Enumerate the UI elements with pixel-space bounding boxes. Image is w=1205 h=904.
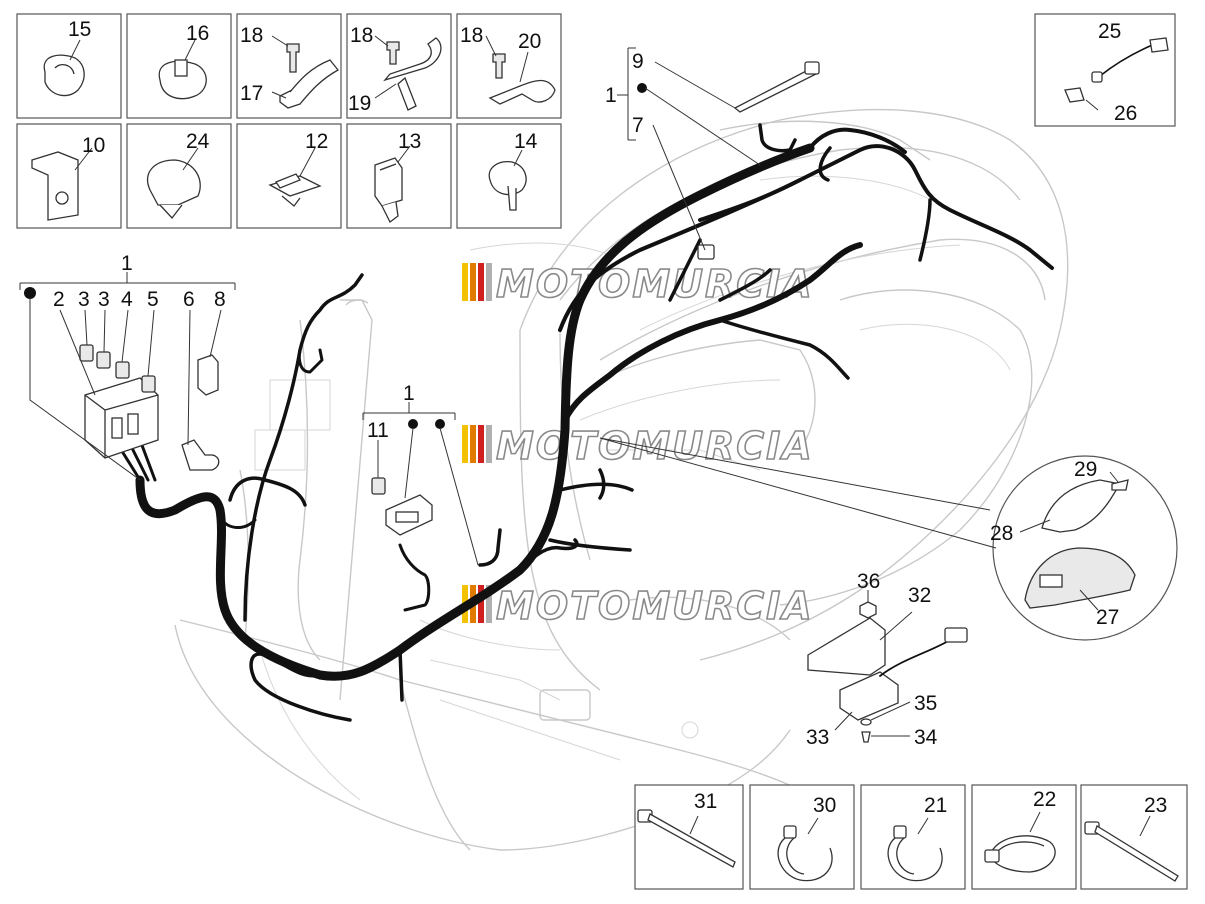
frame-clip-7 (697, 244, 715, 260)
clip-part-6 (181, 439, 220, 471)
callout-32: 32 (908, 584, 931, 607)
callout-35: 35 (914, 692, 937, 715)
callout-9: 9 (632, 50, 644, 73)
fuse-small-2 (96, 351, 111, 369)
part-box-25-26 (1034, 13, 1176, 127)
module-part-33 (839, 627, 968, 721)
callout-25: 25 (1098, 20, 1121, 43)
callout-2: 2 (53, 288, 65, 311)
part-box-23 (1080, 784, 1188, 890)
clip-part-8 (197, 354, 219, 396)
callout-18a: 18 (240, 24, 263, 47)
part-box-24 (126, 123, 232, 229)
callout-15: 15 (68, 18, 91, 41)
nut-part-36 (859, 601, 877, 619)
callout-26: 26 (1114, 102, 1137, 125)
cable-tie-9 (733, 61, 820, 113)
bracket-part-32 (807, 617, 886, 676)
screw-part-34 (861, 731, 871, 743)
leader-lines (19, 47, 1119, 737)
callout-18c: 18 (460, 24, 483, 47)
part-box-16 (126, 13, 232, 119)
watermark-top: MOTOMURCIA (462, 261, 814, 307)
screw-part-29 (1111, 479, 1129, 491)
callout-20: 20 (518, 30, 541, 53)
callout-28: 28 (990, 522, 1013, 545)
washer-part-35 (860, 718, 872, 726)
watermark-bottom: MOTOMURCIA (462, 583, 814, 629)
callout-10: 10 (82, 134, 105, 157)
callout-1b: 1 (403, 382, 415, 405)
fuse-small-1 (79, 344, 94, 362)
callout-29: 29 (1074, 458, 1097, 481)
part-box-31 (634, 784, 744, 890)
part-box-17-18 (236, 13, 342, 119)
part-box-18-19 (346, 13, 452, 119)
fuse-box (84, 377, 159, 459)
callout-11: 11 (367, 419, 389, 442)
callout-4: 4 (121, 288, 133, 311)
callout-1c: 1 (605, 84, 617, 107)
callout-6: 6 (183, 288, 195, 311)
callout-18b: 18 (350, 24, 373, 47)
callout-27: 27 (1096, 606, 1119, 629)
callout-19: 19 (348, 92, 371, 115)
callout-3b: 3 (98, 288, 110, 311)
part-box-10 (16, 123, 122, 229)
part-box-15 (16, 13, 122, 119)
callout-5: 5 (147, 288, 159, 311)
fuse-small-11 (371, 477, 386, 495)
fuse-holder (385, 494, 433, 536)
part-box-22 (971, 784, 1077, 890)
callout-34: 34 (914, 726, 938, 749)
main-wiring-harness (113, 123, 1054, 722)
callout-16: 16 (186, 22, 209, 45)
callout-36: 36 (857, 570, 880, 593)
callout-12: 12 (305, 130, 328, 153)
callout-30: 30 (813, 794, 836, 817)
callout-7: 7 (632, 114, 644, 137)
callout-23: 23 (1144, 794, 1167, 817)
part-box-14 (456, 123, 562, 229)
watermark-middle: MOTOMURCIA (462, 423, 814, 469)
part-box-21 (860, 784, 966, 890)
callout-8: 8 (214, 288, 226, 311)
callout-21: 21 (924, 794, 947, 817)
fuse-small-4 (141, 375, 156, 393)
part-box-12 (236, 123, 342, 229)
callout-1a: 1 (121, 252, 133, 275)
callout-24: 24 (186, 130, 210, 153)
callout-labels: 15 16 18 17 18 19 18 20 10 24 12 13 14 2… (53, 18, 1167, 817)
part-box-30 (749, 784, 855, 890)
module-part-27 (1024, 547, 1136, 609)
part-box-13 (346, 123, 452, 229)
svg-text:MOTOMURCIA: MOTOMURCIA (496, 584, 814, 628)
svg-text:MOTOMURCIA: MOTOMURCIA (496, 262, 814, 306)
svg-text:MOTOMURCIA: MOTOMURCIA (496, 424, 814, 468)
callout-31: 31 (694, 790, 717, 813)
fuse-small-3 (115, 361, 130, 379)
callout-33: 33 (806, 726, 829, 749)
callout-3a: 3 (78, 288, 90, 311)
callout-13: 13 (398, 130, 421, 153)
callout-22: 22 (1033, 788, 1056, 811)
part-box-18-20 (456, 13, 562, 119)
callout-14: 14 (514, 130, 538, 153)
callout-17: 17 (240, 82, 263, 105)
